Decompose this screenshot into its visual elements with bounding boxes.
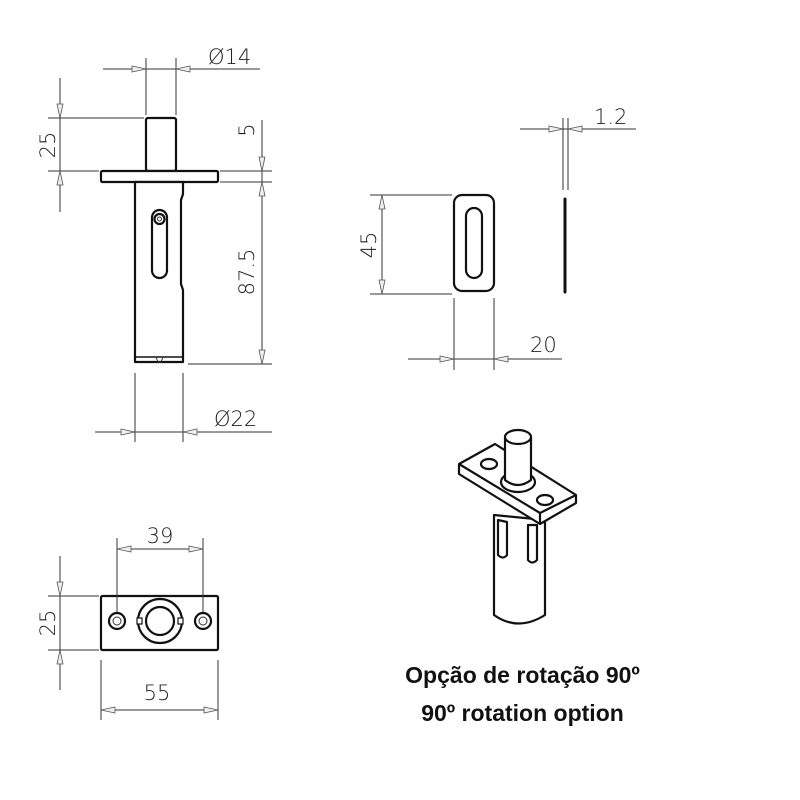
- side-view: Ø14 25 5 87.5 Ø22: [36, 45, 272, 442]
- dim-plate-thickness: 1.2: [594, 105, 627, 129]
- pin-shape: [144, 116, 178, 173]
- dim-hole-spacing: 39: [147, 524, 174, 548]
- caption-english: 90º rotation option: [421, 700, 624, 726]
- dim-plate-bottom-height: 25: [36, 610, 60, 637]
- dim-plate-width: 20: [530, 333, 557, 357]
- dim-body-length: 87.5: [235, 249, 259, 296]
- dim-plate-height: 45: [357, 232, 381, 259]
- slot-shape: [150, 208, 169, 280]
- dim-plate-bottom-width: 55: [144, 681, 171, 705]
- bottom-view: 39 25 55: [36, 524, 220, 720]
- flange-shape: [99, 169, 220, 184]
- dim-flange-thickness: 5: [235, 123, 259, 136]
- dim-pin-length: 25: [36, 132, 60, 159]
- front-view: 45 20 1.2: [357, 105, 636, 370]
- caption-portuguese: Opção de rotação 90º: [405, 662, 640, 688]
- isometric-view: [457, 428, 578, 625]
- dim-body-diameter: Ø22: [214, 407, 257, 431]
- dim-pin-diameter: Ø14: [208, 45, 251, 69]
- plate-slot-shape: [464, 206, 484, 280]
